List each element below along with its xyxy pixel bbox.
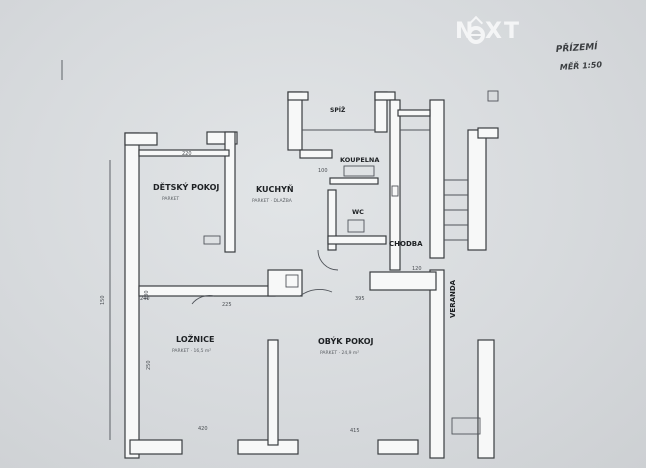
door-swing-chodba bbox=[317, 249, 339, 271]
chimney-block bbox=[267, 269, 303, 297]
east-wall-upper bbox=[467, 129, 487, 251]
flue bbox=[285, 274, 299, 288]
dim-100: 100 bbox=[318, 168, 328, 174]
dim-225: 225 bbox=[222, 302, 232, 308]
dim-120: 120 bbox=[412, 266, 422, 272]
room-kuchyn: KUCHYŇ bbox=[256, 183, 294, 194]
room-obyvak-floor: PARKET · 24,9 m² bbox=[320, 350, 359, 356]
room-loznice: LOŽNICE bbox=[176, 333, 214, 344]
room-labels: DĚTSKÝ POKOJ PARKET KUCHYŇ PARKET · DLAŽ… bbox=[153, 106, 457, 356]
floor-scale: MĚŘ 1:50 bbox=[559, 59, 602, 72]
sink bbox=[391, 185, 399, 197]
room-veranda: VERANDA bbox=[449, 279, 457, 318]
room-loznice-floor: PARKET · 16,5 m² bbox=[172, 348, 211, 354]
dim-loznice-depth: 250 bbox=[146, 360, 152, 370]
dimension-labels: 220 240 225 395 420 415 250 100 130 150 … bbox=[100, 151, 422, 434]
interior-walls bbox=[138, 109, 437, 446]
door-swing-loznice bbox=[191, 295, 215, 305]
spiz-west-wall bbox=[287, 91, 303, 151]
koupelna-south-wall bbox=[329, 177, 379, 185]
toilet bbox=[347, 219, 365, 233]
fixtures bbox=[61, 60, 499, 440]
wall-loznice-north bbox=[138, 285, 276, 297]
dim-240: 240 bbox=[140, 296, 150, 302]
exterior-walls bbox=[124, 91, 499, 459]
dim-loznice-width: 420 bbox=[198, 426, 208, 432]
kuchyn-north-step bbox=[299, 149, 333, 159]
detsky-north-line bbox=[138, 149, 230, 157]
next-logo-icon: N XT bbox=[440, 14, 536, 44]
door-swing-obyvak bbox=[299, 288, 333, 297]
logo-ring-icon bbox=[467, 26, 485, 44]
veranda-west-wall bbox=[429, 269, 445, 459]
floor-title: PŘÍZEMÍ bbox=[555, 40, 599, 55]
room-koupelna: KOUPELNA bbox=[340, 156, 379, 164]
logo-text: N XT bbox=[454, 19, 522, 44]
bathtub bbox=[343, 165, 375, 177]
wall-loznice-obyvak bbox=[267, 339, 279, 446]
veranda-east-wall bbox=[477, 339, 495, 459]
south-wall-3 bbox=[377, 439, 419, 455]
dim-obyvak-width: 415 bbox=[350, 428, 360, 434]
spiz-north-wall bbox=[287, 91, 309, 101]
south-wall-1 bbox=[129, 439, 183, 455]
wc-west-wall bbox=[327, 189, 337, 251]
room-chodba: CHODBA bbox=[389, 240, 423, 248]
west-wall bbox=[124, 132, 140, 459]
chodba-east-wall bbox=[389, 99, 401, 271]
room-detsky-floor: PARKET bbox=[162, 196, 179, 202]
dim-130: 130 bbox=[144, 290, 150, 300]
room-kuchyn-floor: PARKET · DLAŽBA bbox=[252, 196, 293, 204]
inner-east-column bbox=[429, 99, 445, 259]
wc-south-wall bbox=[327, 235, 387, 245]
veranda-fixture bbox=[451, 417, 481, 435]
northwest-wall bbox=[124, 132, 158, 146]
room-detsky-pokoj: DĚTSKÝ POKOJ bbox=[153, 181, 219, 192]
chimney-top bbox=[487, 90, 499, 102]
dim-395: 395 bbox=[355, 296, 365, 302]
room-spiz: SPÍŽ bbox=[330, 106, 346, 114]
room-wc: WC bbox=[352, 208, 364, 216]
floor-note: PŘÍZEMÍ MĚŘ 1:50 bbox=[555, 40, 602, 72]
chodba-south-wall bbox=[369, 271, 437, 291]
dim-west-total: 150 bbox=[100, 295, 106, 305]
dim-detsky-width: 220 bbox=[182, 151, 192, 157]
east-top-ledge bbox=[477, 127, 499, 139]
east-passage-top bbox=[397, 109, 431, 117]
radiator-detsky bbox=[203, 235, 221, 245]
spiz-north-east bbox=[374, 91, 396, 101]
room-obyvak: OBÝK POKOJ bbox=[318, 335, 374, 346]
partition-detsky-kuchyn bbox=[224, 131, 236, 253]
